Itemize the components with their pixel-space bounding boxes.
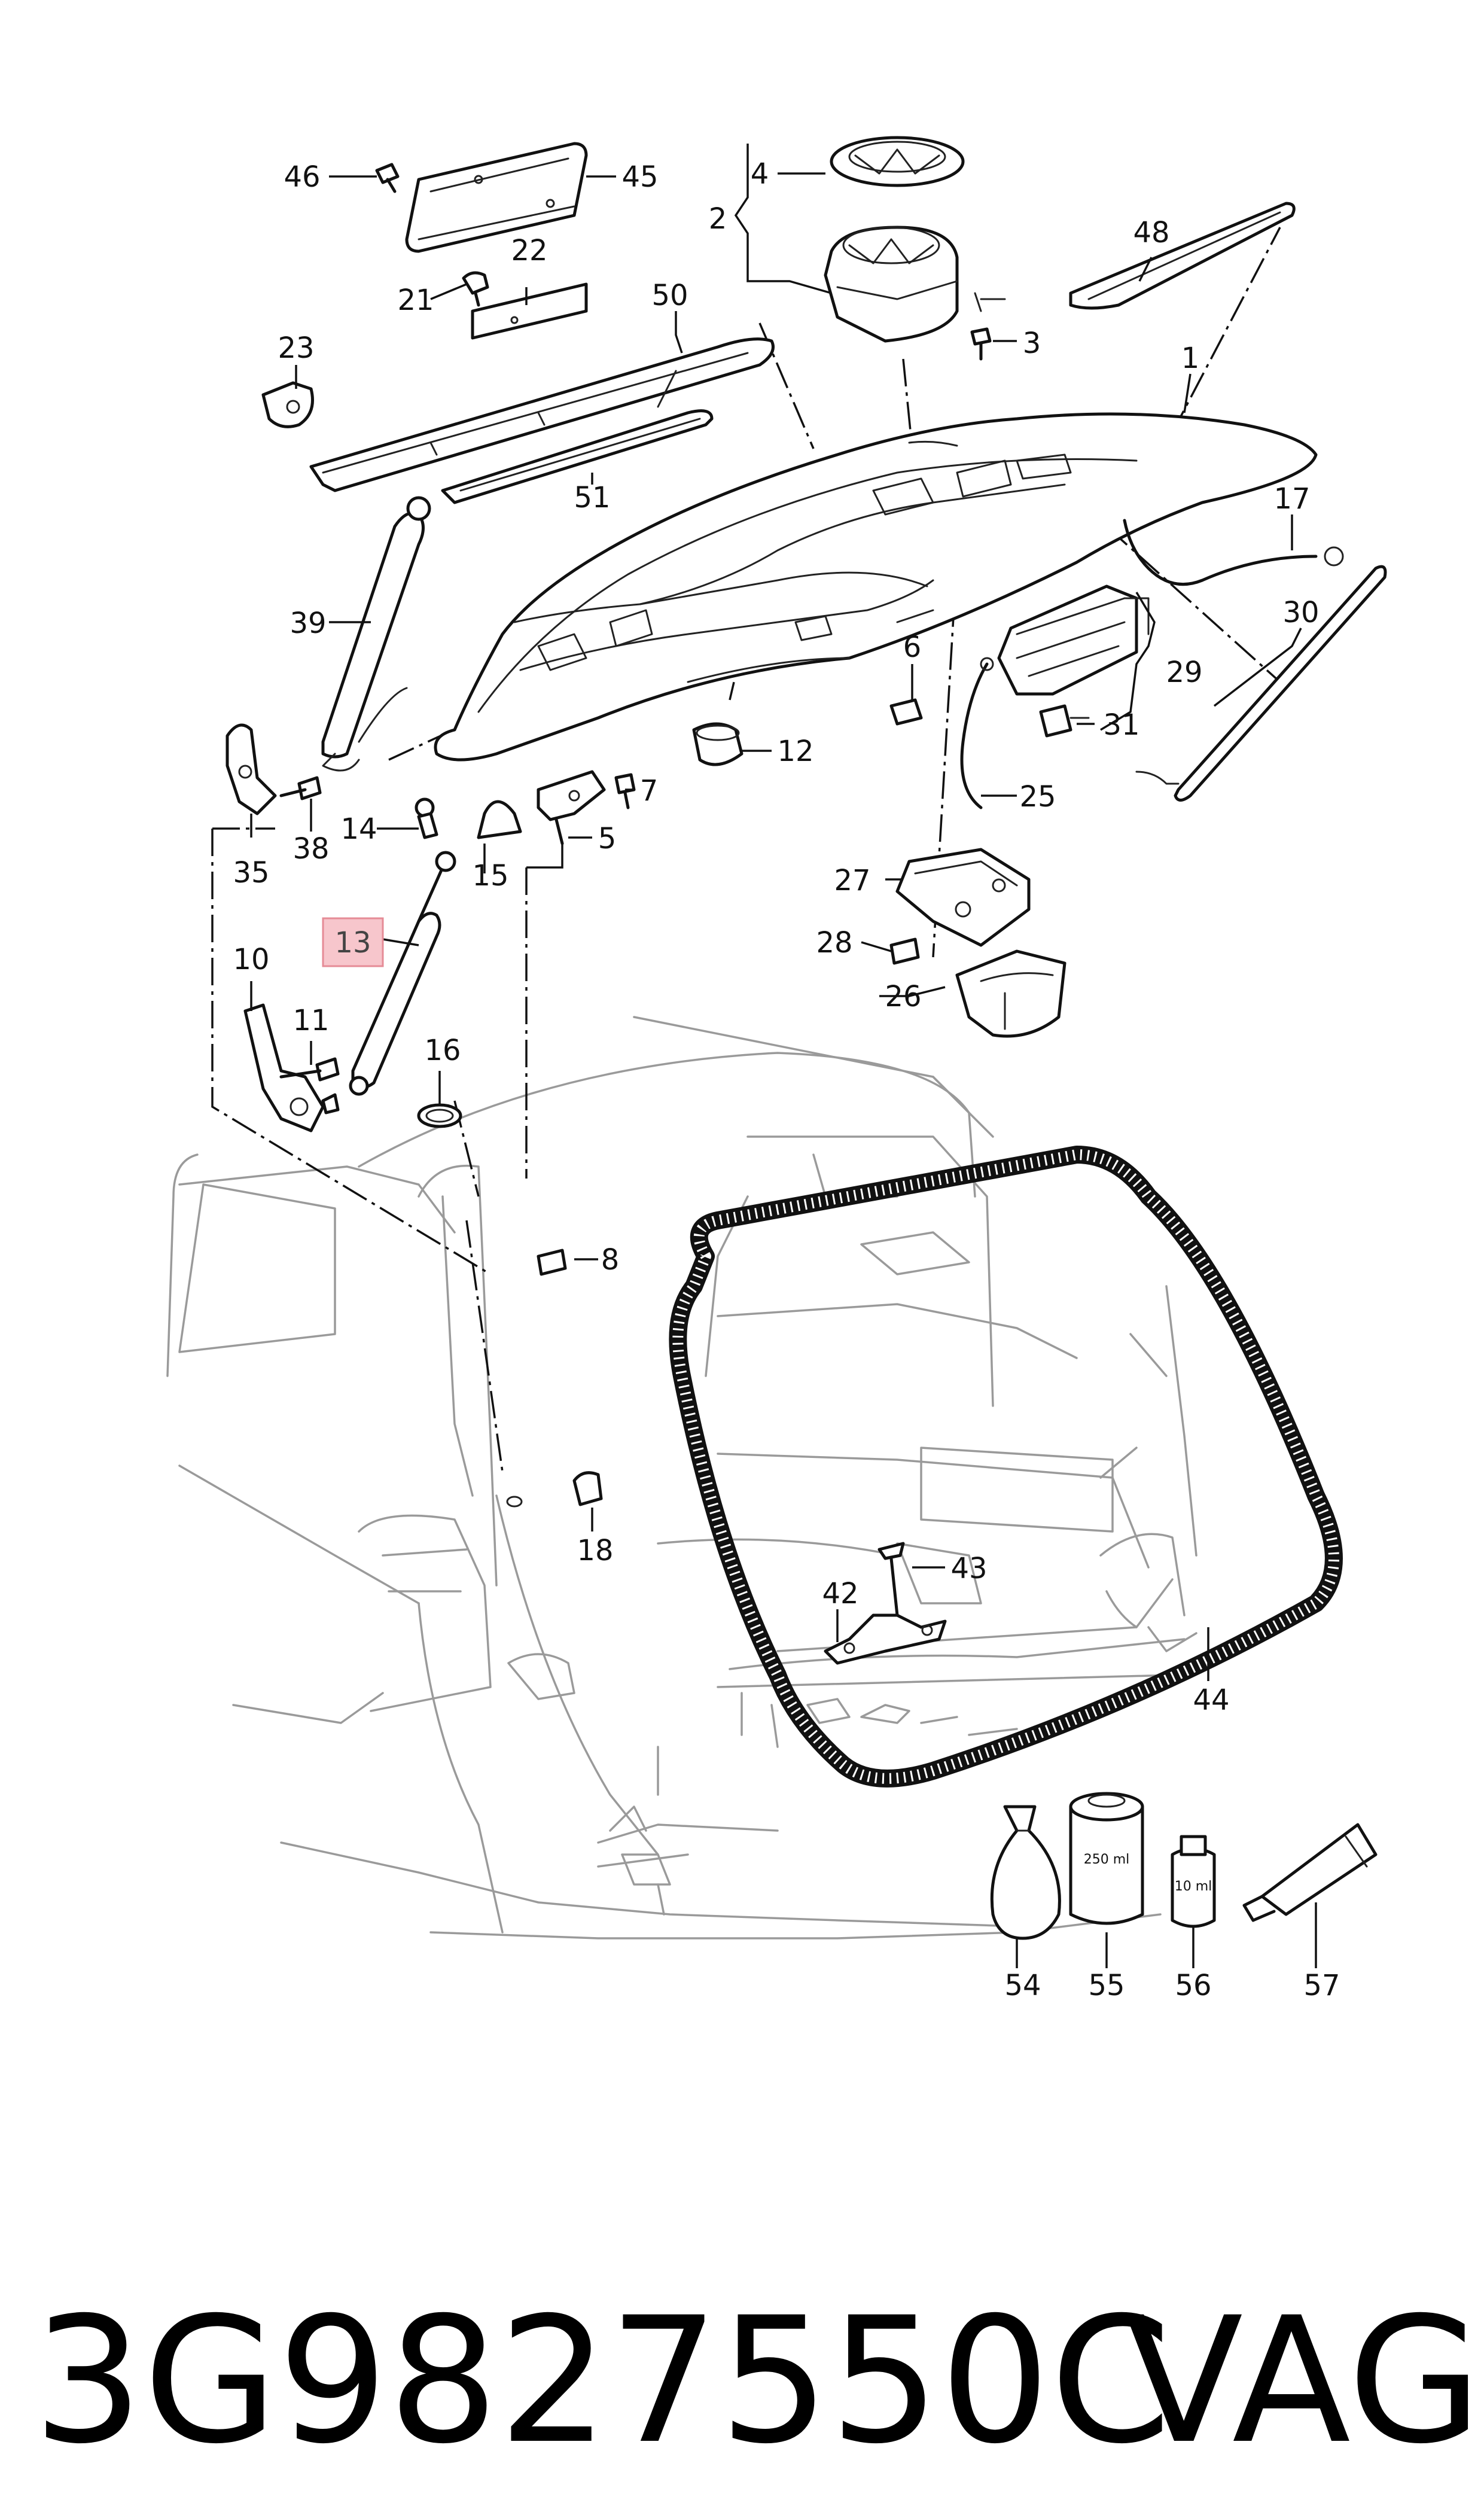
cable-17 <box>1123 519 1344 586</box>
callout-13: 13 <box>334 926 371 960</box>
callout-29: 29 <box>1166 656 1202 689</box>
callout-46: 46 <box>284 160 320 194</box>
callout-31: 31 <box>1103 708 1139 742</box>
motor-29 <box>997 584 1150 696</box>
trim-45 <box>405 142 588 253</box>
part-number: 3G9827550C <box>33 2280 1171 2482</box>
callout-54: 54 <box>1004 1969 1041 2002</box>
callout-13-highlight <box>322 917 384 967</box>
callout-43: 43 <box>950 1552 987 1585</box>
bump-stop-12 <box>692 722 743 766</box>
bolt-46 <box>375 163 400 193</box>
brake-light-51 <box>441 370 714 504</box>
callout-7: 7 <box>640 774 659 808</box>
callout-labels: 46 45 4 2 3 48 22 21 50 23 1 51 17 39 30… <box>233 157 1340 2002</box>
callout-8: 8 <box>601 1243 620 1277</box>
spoiler-50 <box>309 337 775 492</box>
tailgate-seal-44 <box>669 1146 1343 1788</box>
buffer-8 <box>537 1249 567 1276</box>
callout-44: 44 <box>1193 1683 1229 1717</box>
hinge-35 <box>226 723 277 815</box>
callout-14: 14 <box>340 812 377 846</box>
tube-57 <box>1242 1823 1378 1922</box>
grommet-16 <box>417 1103 462 1128</box>
can-55: 250 ml <box>1069 1792 1144 1925</box>
callout-48: 48 <box>1133 216 1169 249</box>
bottle-56-label: 10 ml <box>1175 1879 1212 1894</box>
callout-11: 11 <box>292 1004 329 1037</box>
leader-lines <box>250 144 1317 1968</box>
buffer-6 <box>889 698 923 726</box>
callout-42: 42 <box>822 1577 858 1610</box>
screw-3 <box>970 327 992 361</box>
grease-bag-54 <box>990 1805 1061 1940</box>
callout-51: 51 <box>574 481 610 514</box>
callout-39: 39 <box>290 607 326 640</box>
bolt-11 <box>279 1057 340 1115</box>
can-55-label: 250 ml <box>1084 1852 1130 1867</box>
nut-28 <box>889 937 920 965</box>
screw-43 <box>877 1542 905 1617</box>
callout-3: 3 <box>1023 327 1041 360</box>
cable-25 <box>960 657 994 809</box>
callout-56: 56 <box>1175 1969 1211 2002</box>
callout-23: 23 <box>278 331 314 365</box>
bolt-38 <box>279 776 322 800</box>
callout-35: 35 <box>233 856 269 890</box>
callout-16: 16 <box>424 1034 461 1067</box>
lock-27 <box>895 848 1031 947</box>
callout-57: 57 <box>1303 1969 1340 2002</box>
handle-26 <box>955 949 1066 1038</box>
callout-17: 17 <box>1273 482 1310 516</box>
striker-42 <box>824 1613 947 1665</box>
clip-21 <box>462 271 489 307</box>
callout-50: 50 <box>651 279 688 312</box>
callout-1: 1 <box>1181 342 1200 375</box>
callout-22: 22 <box>511 234 547 267</box>
callout-30: 30 <box>1282 596 1319 629</box>
callout-25: 25 <box>1019 780 1056 814</box>
callout-18: 18 <box>577 1534 613 1567</box>
camera-handle-2 <box>824 226 1006 343</box>
callout-45: 45 <box>621 160 658 194</box>
callout-2: 2 <box>709 202 727 236</box>
callout-26: 26 <box>885 980 921 1013</box>
tailgate-1 <box>434 412 1318 762</box>
buffer-18 <box>506 1471 603 1508</box>
label-plate-22 <box>471 282 588 340</box>
callout-6: 6 <box>903 631 922 664</box>
callout-10: 10 <box>233 943 269 976</box>
bottle-56: 10 ml <box>1171 1835 1216 1928</box>
callout-28: 28 <box>816 926 852 960</box>
gas-strut-39 <box>321 496 431 772</box>
callout-5: 5 <box>598 822 617 855</box>
badge-4 <box>830 136 965 187</box>
callout-21: 21 <box>397 284 434 317</box>
trim-strip-48 <box>1069 202 1296 310</box>
strip-30 <box>1135 565 1387 802</box>
brand: VAG <box>1125 2280 1482 2482</box>
screw-7 <box>614 773 636 809</box>
striker-5 <box>537 770 606 845</box>
vehicle-rear-body <box>166 1016 1197 1940</box>
callout-4: 4 <box>751 157 769 191</box>
ball-stud-14 <box>415 797 438 839</box>
buffer-15 <box>477 800 522 839</box>
connector-31 <box>1039 704 1090 738</box>
bracket-23 <box>261 381 314 428</box>
callout-15: 15 <box>472 859 508 893</box>
callout-12: 12 <box>777 735 813 768</box>
gas-strut-13 <box>349 851 456 1096</box>
callout-38: 38 <box>292 832 329 866</box>
callout-55: 55 <box>1088 1969 1125 2002</box>
callout-27: 27 <box>834 864 870 897</box>
